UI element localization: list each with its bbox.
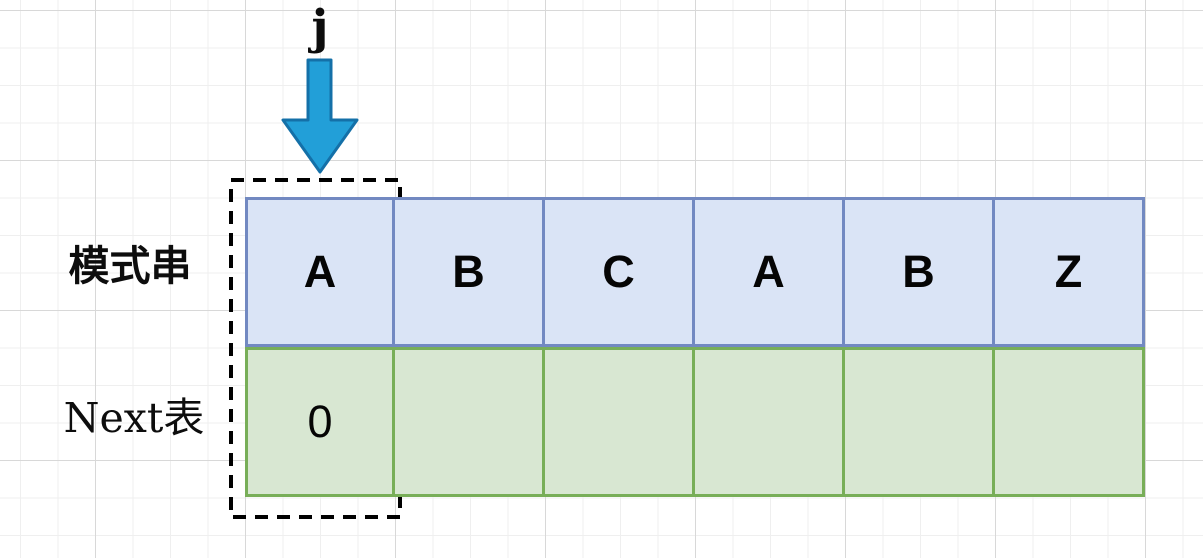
pointer-j-label: j <box>311 0 329 55</box>
pattern-cell-1: B <box>392 197 545 347</box>
pattern-cell-3: A <box>692 197 845 347</box>
pattern-cell-4: B <box>842 197 995 347</box>
next-row: 0 <box>245 347 1145 497</box>
pattern-row: A B C A B Z <box>245 197 1145 347</box>
down-arrow-icon <box>281 58 359 174</box>
next-row-label: Next表 <box>63 394 205 442</box>
next-cell-2 <box>542 347 695 497</box>
next-cell-5 <box>992 347 1145 497</box>
next-cell-3 <box>692 347 845 497</box>
next-cell-1 <box>392 347 545 497</box>
pattern-cell-5: Z <box>992 197 1145 347</box>
pattern-row-label: 模式串 <box>68 242 192 290</box>
pattern-cell-0: A <box>245 197 395 347</box>
pattern-cell-2: C <box>542 197 695 347</box>
next-cell-4 <box>842 347 995 497</box>
next-cell-0: 0 <box>245 347 395 497</box>
